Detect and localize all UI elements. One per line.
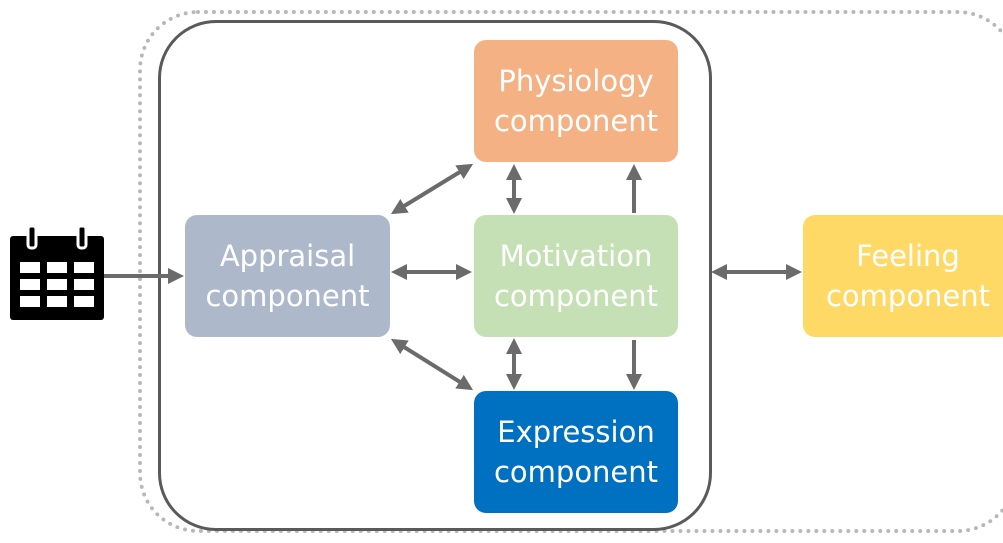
expression-label-line1: Expression [497, 415, 655, 449]
expression-component-box: Expression component [474, 391, 678, 513]
expression-label-line2: component [493, 455, 659, 489]
appraisal-label-line1: Appraisal [219, 239, 356, 273]
physiology-component-box: Physiology component [474, 40, 678, 162]
motivation-label-line1: Motivation [499, 239, 653, 273]
calendar-icon [10, 226, 104, 320]
feeling-component-box: Feeling component [803, 215, 1003, 337]
motivation-label-line2: component [493, 279, 659, 313]
physiology-label-line1: Physiology [498, 64, 654, 98]
arrow-appraisal-expression [390, 338, 474, 391]
feeling-label-line2: component [825, 279, 991, 313]
arrow-appraisal-physiology [390, 163, 474, 215]
outer-dotted-frame [138, 10, 1003, 533]
physiology-label-line2: component [493, 104, 659, 138]
feeling-label-line1: Feeling [856, 239, 960, 273]
appraisal-component-box: Appraisal component [185, 215, 390, 337]
motivation-component-box: Motivation component [474, 215, 678, 337]
appraisal-label-line2: component [205, 279, 370, 313]
